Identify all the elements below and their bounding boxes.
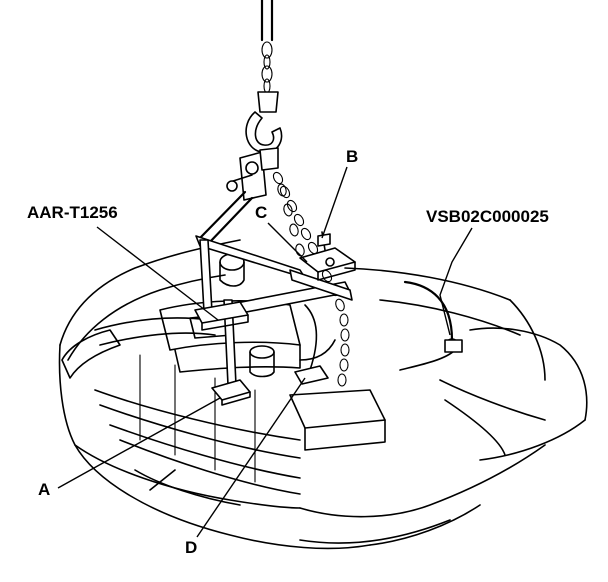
car-body	[58, 239, 588, 550]
label-b: B	[346, 147, 358, 166]
label-c: C	[255, 203, 267, 222]
label-tool: AAR-T1256	[27, 203, 118, 222]
leader-c	[267, 222, 308, 263]
leader-a	[57, 397, 221, 489]
engine-support-tool	[194, 190, 356, 406]
hoist-hook-assembly	[226, 0, 283, 201]
leader-part	[439, 227, 473, 336]
part-hose-fitting	[403, 280, 463, 353]
label-part: VSB02C000025	[426, 207, 549, 226]
leader-lines	[57, 166, 473, 538]
label-a: A	[38, 480, 50, 499]
leader-tool	[96, 226, 219, 321]
leader-b	[321, 166, 348, 239]
leader-d	[196, 377, 306, 538]
label-d: D	[185, 538, 197, 557]
